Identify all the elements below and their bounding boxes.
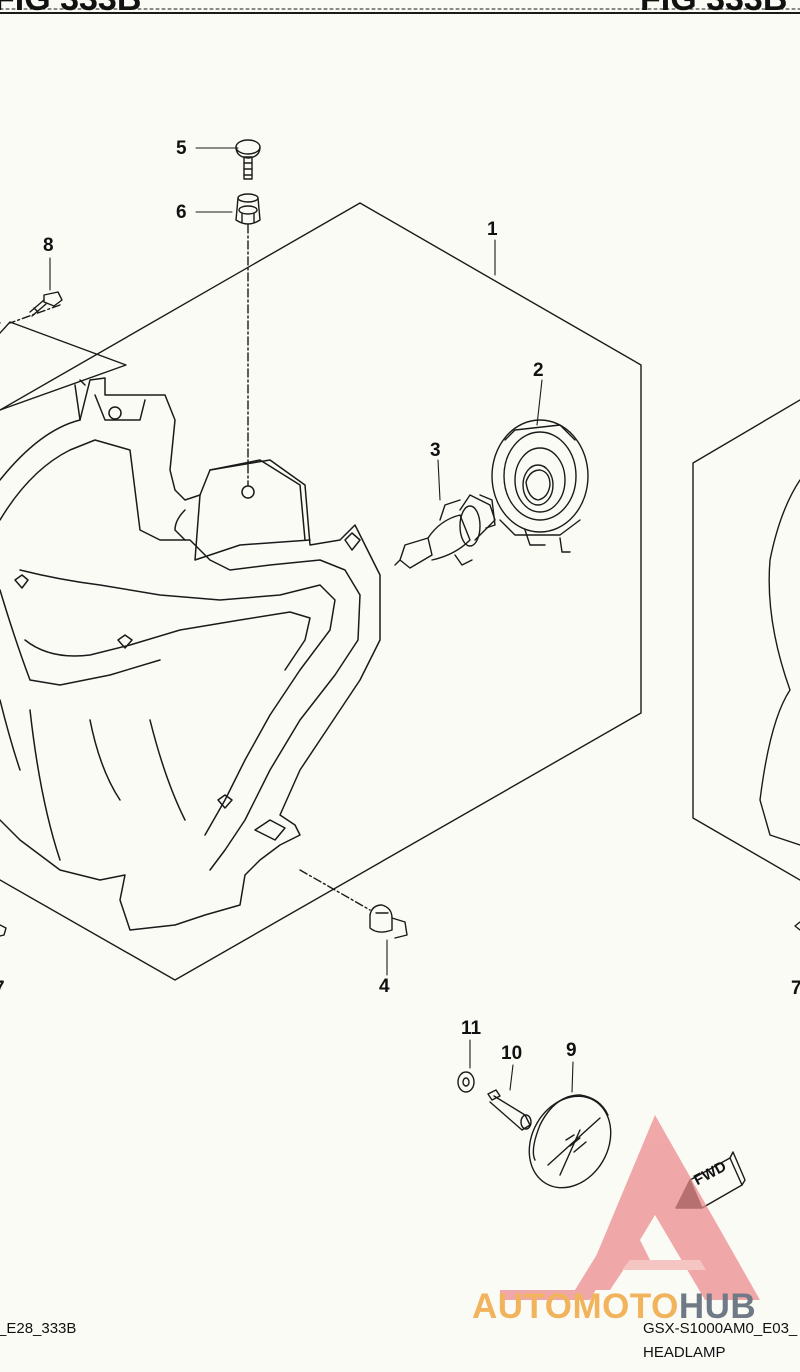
top-border — [0, 8, 800, 14]
bulb-socket-part-2 — [491, 419, 589, 553]
cap-part-9 — [528, 1094, 612, 1189]
watermark-logo-icon — [500, 1115, 760, 1300]
part-label-4: 4 — [379, 976, 390, 997]
part-label-7-left: 7 — [0, 979, 5, 998]
screw-part-5 — [235, 139, 261, 180]
part-label-2: 2 — [533, 360, 544, 381]
part-label-8: 8 — [43, 235, 54, 256]
header-fig-right: FIG 333B — [640, 0, 787, 16]
pin-part-10 — [487, 1089, 532, 1131]
watermark-brand: AUTOMOTOHUB — [472, 1289, 756, 1324]
label-leaders — [49, 147, 574, 1093]
part-label-7-right: 7 — [791, 978, 800, 999]
part-label-5: 5 — [176, 138, 187, 159]
assembly-frame-secondary — [0, 321, 127, 411]
part-label-9: 9 — [566, 1040, 577, 1061]
header-fig-left: FIG 333B — [0, 0, 141, 16]
washer-part-11 — [457, 1071, 475, 1093]
bulb-part-3 — [394, 494, 496, 569]
grommet-part-6 — [235, 193, 261, 225]
part-label-1: 1 — [487, 219, 498, 240]
watermark-brand-a: AUTOMOTO — [472, 1287, 679, 1326]
part-label-10: 10 — [501, 1043, 523, 1064]
headlamp-housing — [0, 377, 381, 931]
part-label-11: 11 — [461, 1018, 482, 1039]
leader-lines — [0, 224, 371, 911]
watermark-brand-b: HUB — [678, 1287, 757, 1326]
footer-left-code: _E28_333B — [0, 1320, 77, 1337]
cushion-part-7-left — [0, 924, 7, 937]
adjacent-frame-right — [692, 399, 800, 931]
screw-part-8 — [29, 291, 63, 317]
footer-right-code: GSX-S1000AM0_E03_ — [643, 1320, 798, 1337]
footer-title: HEADLAMP — [643, 1344, 726, 1361]
clip-part-4 — [369, 904, 408, 939]
part-label-6: 6 — [176, 202, 187, 223]
part-label-3: 3 — [430, 440, 441, 461]
assembly-frame — [0, 202, 642, 981]
